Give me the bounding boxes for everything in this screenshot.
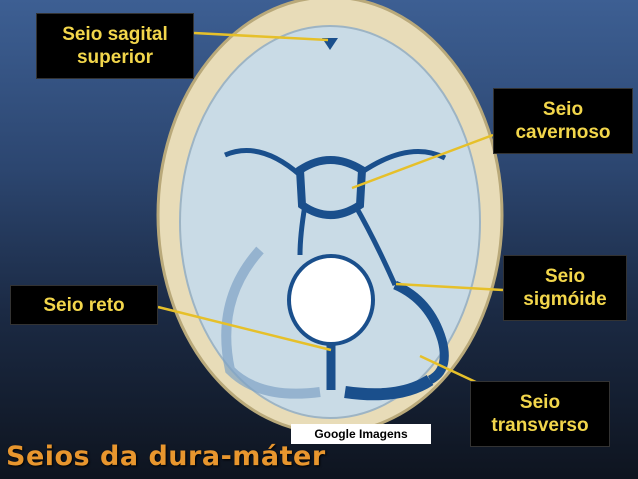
cranial-fossa xyxy=(179,25,481,419)
label-text-sagital: Seio sagital superior xyxy=(62,24,168,68)
label-seio-reto: Seio reto xyxy=(10,285,158,325)
transverse-sinus xyxy=(344,374,434,401)
leader-line-sagital xyxy=(193,31,329,42)
label-text-transverso: Seio transverso xyxy=(491,392,589,436)
leader-lines xyxy=(157,31,504,386)
image-credit: Google Imagens xyxy=(291,424,431,444)
label-text-sigmoide: Seio sigmóide xyxy=(523,266,607,310)
petrosal-link-right xyxy=(352,203,398,287)
label-text-reto: Seio reto xyxy=(43,294,125,316)
label-seio-cavernoso: Seio cavernoso xyxy=(493,88,633,154)
leader-line-transverso xyxy=(419,354,481,386)
label-seio-sigmoide: Seio sigmóide xyxy=(503,255,627,321)
leader-line-cavernoso xyxy=(351,133,494,190)
cavernous-sinus xyxy=(295,156,367,219)
label-seio-sagital-superior: Seio sagital superior xyxy=(36,13,194,79)
petrosal-link-left xyxy=(297,204,308,256)
leader-line-reto xyxy=(157,305,332,352)
petrosal-sinus-left xyxy=(224,148,302,177)
left-transverse-sinus xyxy=(221,246,321,399)
leader-line-sigmoide xyxy=(395,282,504,292)
slide-title: Seios da dura-máter xyxy=(6,441,326,472)
sigmoid-sinus xyxy=(393,280,449,385)
label-text-cavernoso: Seio cavernoso xyxy=(515,99,611,143)
foramen-magnum xyxy=(287,254,375,346)
label-seio-transverso: Seio transverso xyxy=(470,381,610,447)
